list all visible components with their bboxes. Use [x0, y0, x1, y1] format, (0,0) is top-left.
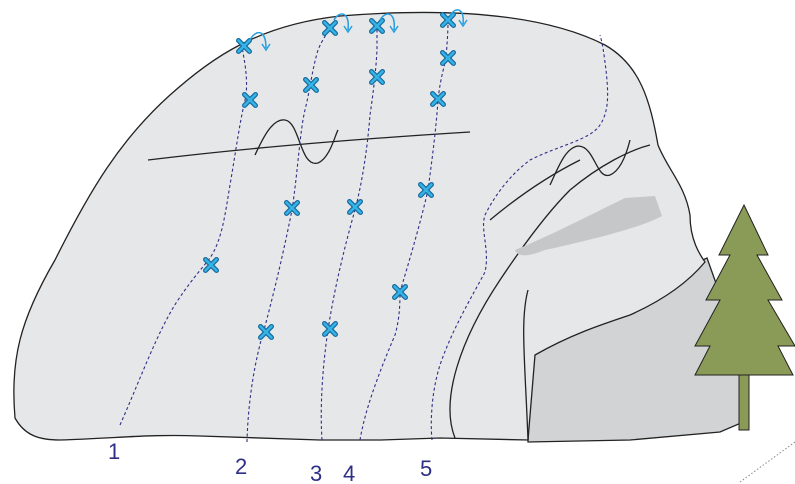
route-label-2: 2	[235, 454, 247, 479]
bolt-x-icon	[242, 92, 258, 108]
route-label-5: 5	[420, 456, 432, 481]
bolt-x-icon	[369, 18, 385, 34]
route-label-4: 4	[343, 461, 355, 484]
bolt-x-icon	[418, 182, 434, 198]
bolt-x-icon	[258, 324, 274, 340]
bolt-x-icon	[322, 321, 338, 337]
bolt-x-icon	[430, 91, 446, 107]
right-break	[489, 159, 581, 221]
bolt-x-icon	[369, 69, 385, 85]
bolt-x-icon	[347, 199, 363, 215]
boulder	[13, 11, 706, 441]
route-line-5	[430, 34, 609, 441]
pine-tree-icon	[694, 203, 795, 431]
bolts	[203, 12, 456, 340]
anchors	[249, 9, 468, 52]
bolt-x-icon	[203, 257, 219, 273]
route-line-3	[320, 28, 378, 441]
bolt-x-icon	[440, 12, 456, 28]
lower-off-arrow-icon	[379, 13, 399, 34]
bolt-x-icon	[440, 50, 456, 66]
bolt-x-icon	[392, 284, 408, 300]
horizontal-break	[147, 131, 471, 161]
lower-off-arrow-icon	[449, 9, 468, 28]
tree-foliage	[694, 203, 795, 376]
rock-edge-lower	[523, 289, 529, 441]
lower-off-arrow-icon	[333, 13, 353, 34]
bolt-x-icon	[303, 77, 319, 93]
bolt-x-icon	[322, 20, 338, 36]
rock-streak	[515, 196, 662, 256]
route-line-1	[119, 45, 248, 426]
route-label-1: 1	[108, 439, 120, 464]
lower-off-arrow-icon	[249, 32, 271, 52]
ground-line	[739, 441, 795, 483]
route-line-2	[246, 27, 331, 443]
route-label-3: 3	[310, 461, 322, 484]
flake-wave	[254, 119, 339, 164]
bolt-x-icon	[284, 200, 300, 216]
right-flake-wave	[549, 139, 631, 186]
bolt-x-icon	[236, 38, 252, 54]
